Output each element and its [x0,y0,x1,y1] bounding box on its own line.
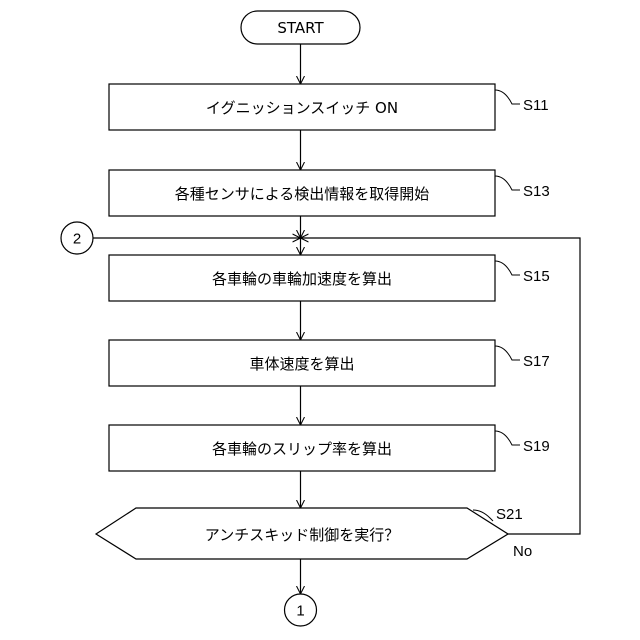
leader-s11 [495,90,520,104]
connector-1: 1 [285,594,317,626]
process-box-s11: イグニッションスイッチ ON [109,84,495,130]
step-id-s11: S11 [523,97,549,114]
decision-no-label: No [513,543,532,560]
process-box-s19: 各車輪のスリップ率を算出 [109,425,495,471]
leader-s19 [495,431,520,445]
connector-2-label: 2 [73,231,81,248]
connector-2: 2 [61,222,93,254]
process-label-s19: 各車輪のスリップ率を算出 [212,440,392,458]
process-label-s15: 各車輪の車輪加速度を算出 [212,270,392,288]
connector-1-label: 1 [296,603,304,620]
process-label-s17: 車体速度を算出 [249,355,354,373]
process-label-s13: 各種センサによる検出情報を取得開始 [175,185,430,203]
start-node: START [241,11,360,44]
process-box-s15: 各車輪の車輪加速度を算出 [109,255,495,301]
step-id-s21: S21 [496,506,523,523]
process-box-s17: 車体速度を算出 [109,340,495,386]
leader-s13 [495,176,520,190]
step-id-s17: S17 [523,353,550,370]
step-id-s13: S13 [523,183,550,200]
leader-s15 [495,261,520,275]
decision-node-s21: アンチスキッド制御を実行？ [96,508,508,559]
leader-s17 [495,346,520,360]
process-box-s13: 各種センサによる検出情報を取得開始 [109,170,495,216]
process-label-s11: イグニッションスイッチ ON [206,99,398,117]
step-id-s15: S15 [523,268,550,285]
start-label: START [277,19,324,37]
decision-label-s21: アンチスキッド制御を実行？ [205,526,399,544]
step-id-s19: S19 [523,438,550,455]
